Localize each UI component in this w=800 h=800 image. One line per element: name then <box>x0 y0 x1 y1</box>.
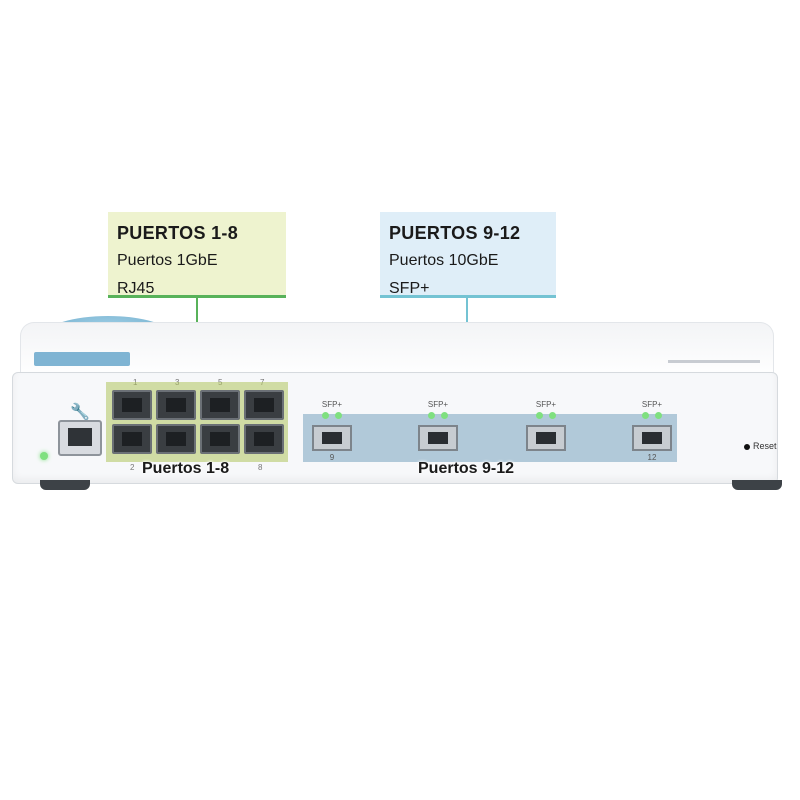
sfp-cage <box>632 425 672 451</box>
rj45-port <box>244 390 284 420</box>
rj45-port <box>244 424 284 454</box>
management-port <box>58 420 102 456</box>
status-led <box>322 412 329 419</box>
status-led <box>549 412 556 419</box>
rj45-port <box>156 390 196 420</box>
sfp-port-column: SFP+ 9 <box>302 400 362 462</box>
rj45-port <box>156 424 196 454</box>
status-led <box>536 412 543 419</box>
callout-line: Puertos 10GbE <box>389 252 499 269</box>
reset-button <box>744 444 750 450</box>
sfp-port-column: SFP+ <box>408 400 468 453</box>
sfp-cage <box>526 425 566 451</box>
callout-title: PUERTOS 9-12 <box>389 223 521 243</box>
status-led <box>642 412 649 419</box>
callout-ports-1-8: PUERTOS 1-8 Puertos 1GbE RJ45 <box>108 212 286 298</box>
status-led <box>655 412 662 419</box>
sfp-label: SFP+ <box>641 400 663 409</box>
port-number: 2 <box>130 463 135 472</box>
sfp-port-column: SFP+ 12 <box>622 400 682 462</box>
sfp-cage <box>418 425 458 451</box>
rj45-port <box>112 424 152 454</box>
status-led <box>335 412 342 419</box>
port-number: 8 <box>258 463 263 472</box>
sfp-port-column: SFP+ <box>516 400 576 453</box>
switch-top-lid <box>20 322 774 377</box>
rj45-port <box>200 390 240 420</box>
rj45-port-group <box>106 382 288 462</box>
rj45-group-label: Puertos 1-8 <box>142 460 230 477</box>
sfp-label: SFP+ <box>427 400 449 409</box>
sfp-label: SFP+ <box>535 400 557 409</box>
sfp-group-label: Puertos 9-12 <box>418 460 515 477</box>
rubber-foot <box>732 480 782 490</box>
port-number: 9 <box>329 453 335 462</box>
sfp-cage <box>312 425 352 451</box>
callout-line: Puertos 1GbE <box>117 252 218 269</box>
port-number: 12 <box>647 453 657 462</box>
wrench-icon: 🔧 <box>70 404 90 421</box>
callout-line: RJ45 <box>117 280 155 297</box>
reset-label: Reset <box>753 441 777 451</box>
sfp-port-group <box>303 414 677 462</box>
status-led <box>428 412 435 419</box>
rj45-port <box>112 390 152 420</box>
rubber-foot <box>40 480 90 490</box>
model-plate <box>34 352 130 366</box>
callout-title: PUERTOS 1-8 <box>117 223 239 243</box>
status-led <box>441 412 448 419</box>
callout-line: SFP+ <box>389 280 430 297</box>
power-led <box>40 452 48 460</box>
callout-ports-9-12: PUERTOS 9-12 Puertos 10GbE SFP+ <box>380 212 556 298</box>
rj45-port <box>200 424 240 454</box>
sfp-label: SFP+ <box>321 400 343 409</box>
